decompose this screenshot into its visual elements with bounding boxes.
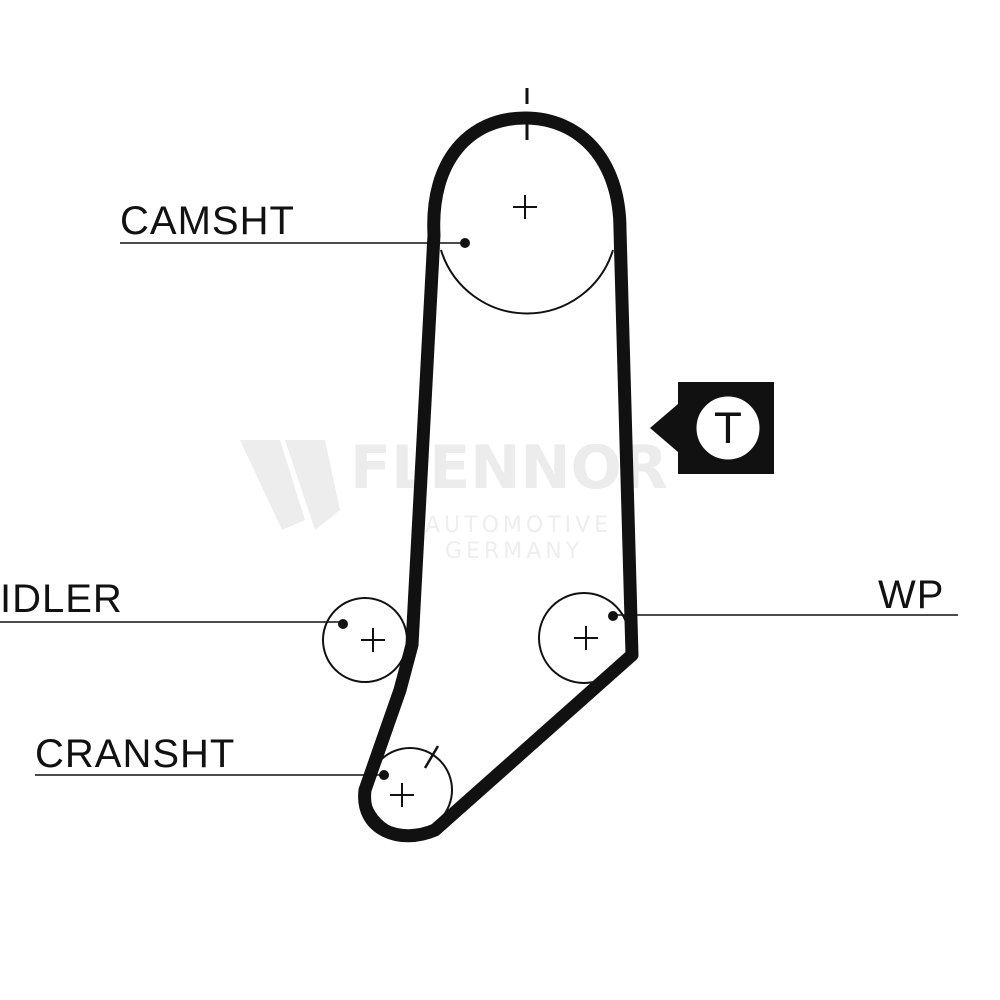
camshaft-pulley-arc — [440, 249, 614, 315]
idler-label: IDLER — [0, 577, 123, 621]
water-pump-pulley — [538, 592, 630, 684]
flennor-logo-icon-stroke-2 — [285, 440, 340, 530]
crankshaft-label: CRANSHT — [35, 732, 235, 776]
crankshaft-pulley-circle — [367, 747, 453, 833]
watermark: FLENNOR ® AUTOMOTIVE GERMANY — [240, 433, 757, 564]
water-pump-marker-dot — [608, 611, 618, 621]
tensioner-badge-circle — [693, 393, 763, 463]
idler-marker-dot — [338, 619, 348, 629]
idler-pulley-circle — [322, 597, 408, 683]
flennor-logo-icon — [240, 440, 305, 530]
watermark-line2: GERMANY — [445, 539, 583, 564]
timing-belt — [358, 111, 639, 843]
tensioner-marker: T — [650, 382, 774, 474]
watermark-line1: AUTOMOTIVE — [425, 513, 612, 538]
water-pump-pulley-circle — [538, 592, 630, 684]
crankshaft-pulley — [367, 745, 453, 833]
idler-pulley — [322, 597, 408, 683]
crankshaft-timing-mark — [423, 745, 440, 769]
camshaft-label: CAMSHT — [120, 199, 295, 243]
watermark-brand: FLENNOR — [350, 433, 668, 503]
water-pump-label: WP — [878, 573, 944, 617]
tensioner-label: T — [714, 404, 741, 453]
camshaft-pulley — [440, 195, 614, 315]
